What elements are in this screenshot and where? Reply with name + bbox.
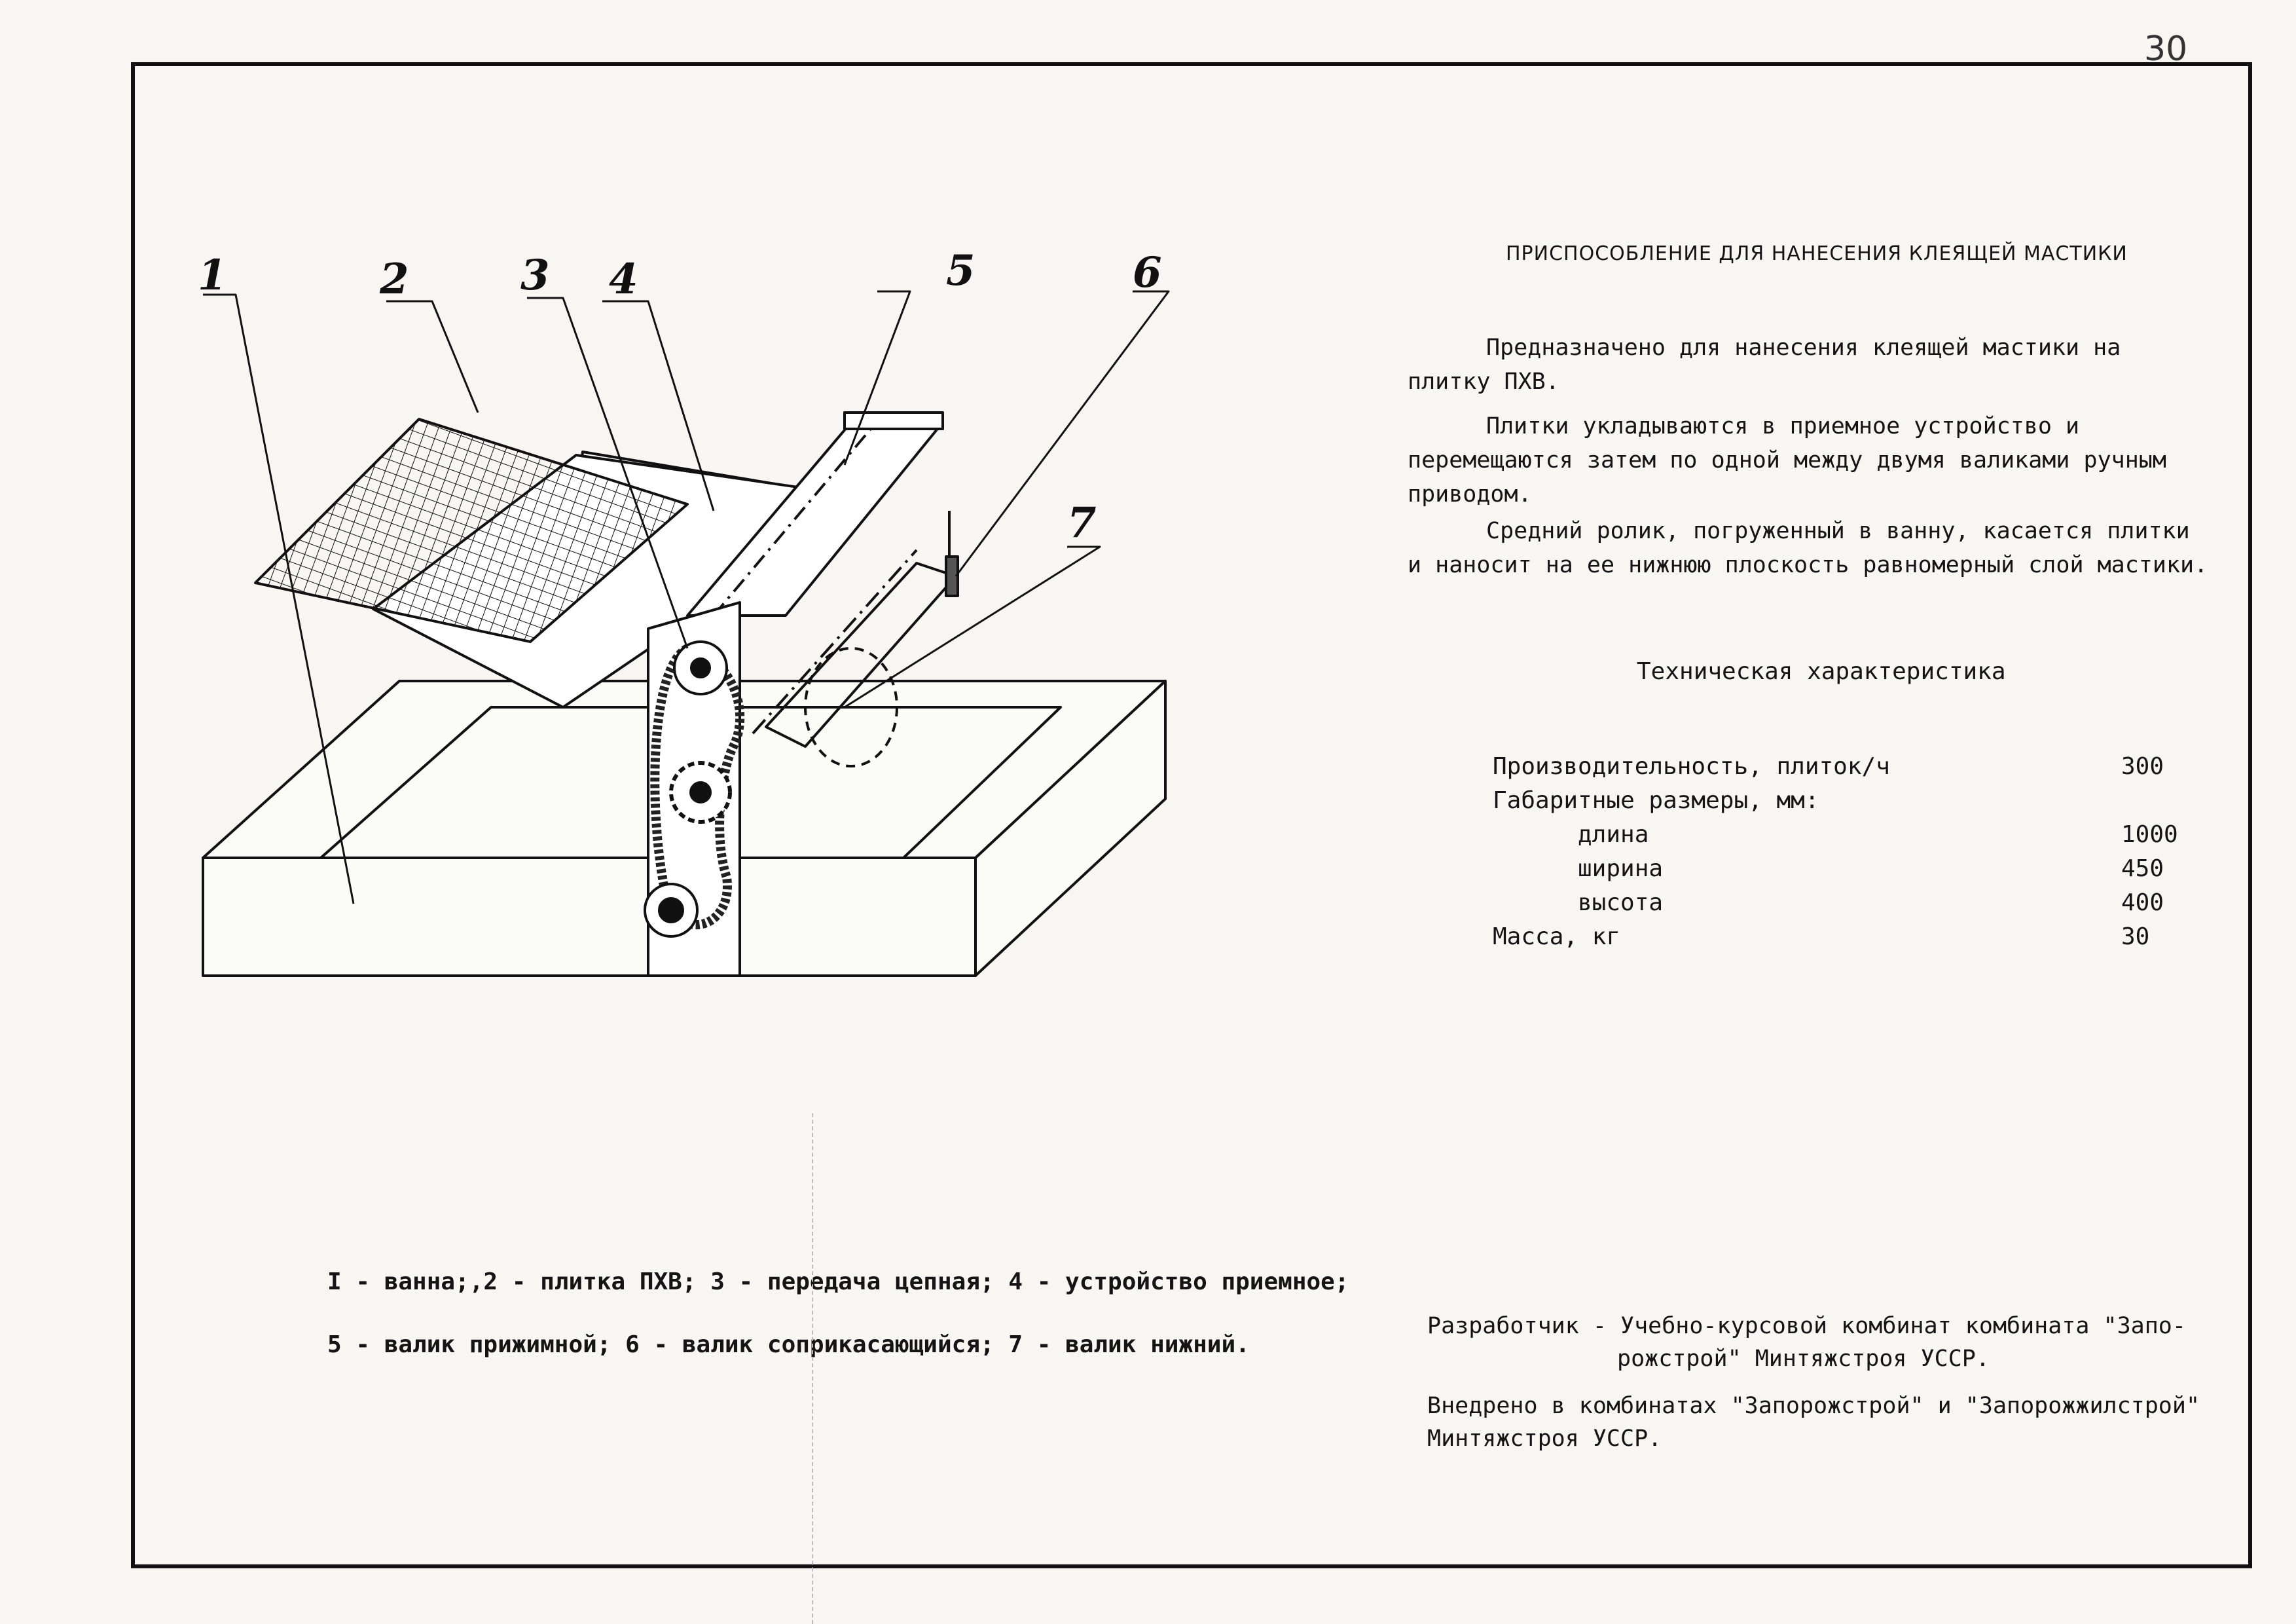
legend-line-2: 5 - валик прижимной; 6 - валик соприкаса… — [327, 1331, 1250, 1358]
developer-info: Разработчик - Учебно-курсовой комбинат к… — [1427, 1310, 2246, 1469]
spec-label: ширина — [1578, 855, 1664, 882]
figure-label-5: 5 — [946, 249, 975, 295]
device-drawing: 1 2 3 4 5 6 7 — [198, 246, 1170, 977]
description-block-3: Средний ролик, погруженный в ванну, каса… — [1408, 514, 2213, 582]
leader-lines — [203, 290, 1170, 904]
spec-row: ширина 450 — [1493, 852, 2200, 886]
paragraph-purpose: Предназначено для нанесения клеящей маст… — [1408, 335, 2121, 395]
device-illustration: 1 2 3 4 5 6 7 — [190, 246, 1257, 1035]
legend-line-1: I - ванна;,2 - плитка ПХВ; 3 - передача … — [327, 1268, 1349, 1295]
description-block-2: Плитки укладываются в приемное устройств… — [1408, 409, 2213, 511]
implemented-line: Внедрено в комбинатах "Запорожстрой" и "… — [1427, 1390, 2246, 1455]
spec-value: 30 — [2121, 923, 2150, 950]
pvc-tile — [254, 418, 689, 643]
developer-line-3: Внедрено в комбинатах "Запорожстрой" и "… — [1427, 1393, 2200, 1419]
figure-label-4: 4 — [609, 255, 638, 304]
developer-line: Разработчик - Учебно-курсовой комбинат к… — [1427, 1310, 2246, 1375]
figure-label-3: 3 — [520, 251, 550, 300]
developer-line-4: Минтяжстроя УССР. — [1427, 1426, 1662, 1452]
figure-label-7: 7 — [1067, 498, 1097, 547]
spec-row: Масса, кг 30 — [1493, 920, 2200, 954]
spec-label: высота — [1578, 889, 1664, 916]
fold-line — [812, 1113, 813, 1624]
spec-label: Масса, кг — [1493, 923, 1621, 950]
spec-label: длина — [1578, 821, 1649, 848]
drawing-frame — [131, 62, 2252, 1568]
spec-value: 450 — [2121, 855, 2164, 882]
spec-value: 300 — [2121, 753, 2164, 780]
spec-row: Габаритные размеры, мм: — [1493, 784, 2200, 818]
spec-value: 1000 — [2121, 821, 2178, 848]
specs-table: Производительность, плиток/ч 300 Габарит… — [1493, 750, 2200, 954]
spec-value — [2121, 784, 2200, 818]
paragraph-roller: Средний ролик, погруженный в ванну, каса… — [1408, 518, 2208, 578]
spec-row: высота 400 — [1493, 886, 2200, 920]
spec-label: Производительность, плиток/ч — [1493, 753, 1890, 780]
developer-line-1: Разработчик - Учебно-курсовой комбинат к… — [1427, 1313, 2186, 1339]
figure-label-2: 2 — [379, 255, 409, 304]
description-block: Предназначено для нанесения клеящей маст… — [1408, 331, 2213, 399]
spec-row: длина 1000 — [1493, 818, 2200, 852]
paragraph-operation: Плитки укладываются в приемное устройств… — [1408, 413, 2166, 507]
spec-label: Габаритные размеры, мм: — [1493, 787, 1819, 814]
page-number: 30 — [2144, 29, 2188, 69]
spec-value: 400 — [2121, 889, 2164, 916]
figure-label-6: 6 — [1133, 249, 1162, 297]
figure-label-1: 1 — [198, 251, 227, 300]
specs-heading: Техническая характеристика — [1637, 658, 2006, 685]
developer-line-2: рожстрой" Минтяжстроя УССР. — [1617, 1346, 1990, 1372]
figure-legend: I - ванна;,2 - плитка ПХВ; 3 - передача … — [327, 1251, 1349, 1376]
document-title: ПРИСПОСОБЛЕНИЕ ДЛЯ НАНЕСЕНИЯ КЛЕЯЩЕЙ МАС… — [1506, 242, 2128, 265]
spec-row: Производительность, плиток/ч 300 — [1493, 750, 2200, 784]
chain-drive — [644, 601, 745, 977]
